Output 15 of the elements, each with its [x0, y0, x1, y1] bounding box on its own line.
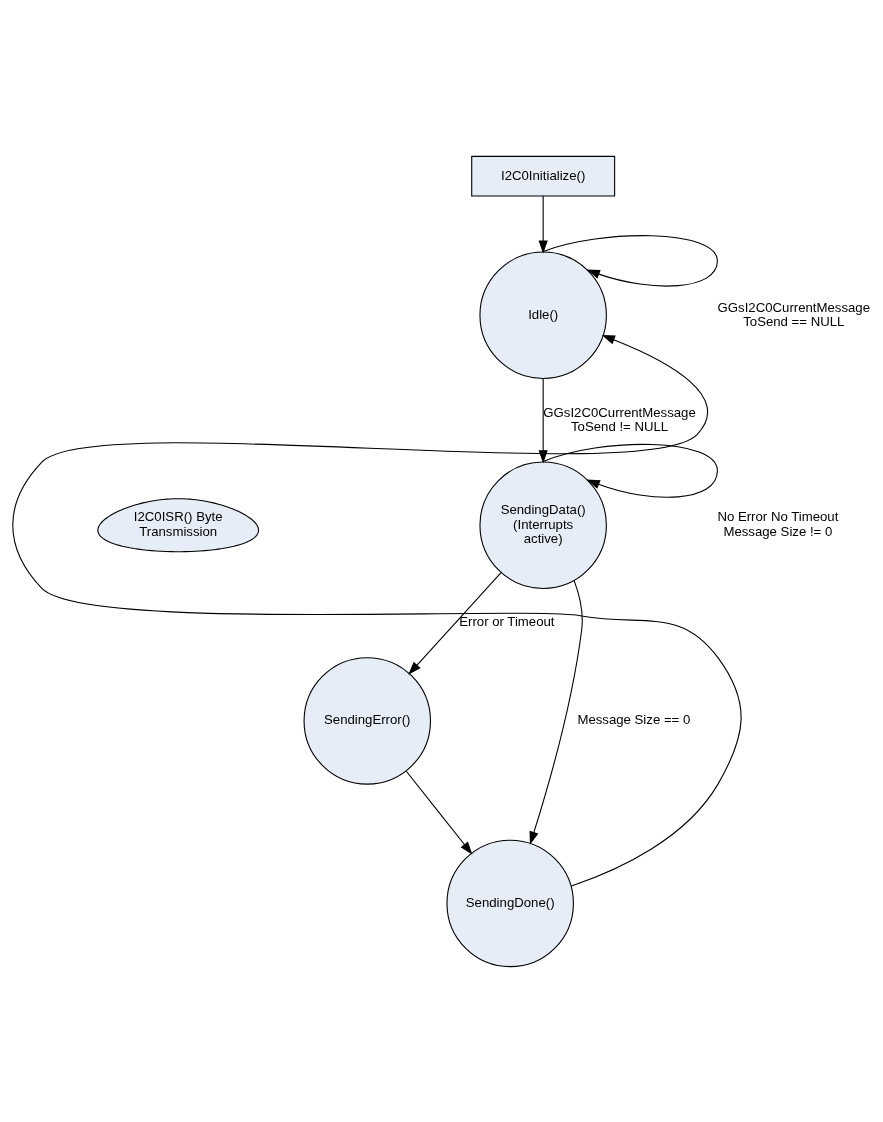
arrow	[538, 195, 548, 254]
arrow	[408, 571, 502, 675]
arrow	[529, 579, 583, 845]
node-circle: SendingError()	[303, 656, 432, 785]
node-circle: Idle()	[479, 251, 607, 379]
node-box: I2C0Initialize()	[471, 155, 616, 196]
edge-label: Message Size == 0	[577, 711, 691, 727]
edge-label: GGsI2C0CurrentMessage ToSend == NULL	[717, 299, 871, 329]
arrow	[538, 377, 548, 463]
edge-label: No Error No Timeout Message Size != 0	[717, 508, 839, 539]
node-circle: SendingData() (Interrupts active)	[479, 460, 607, 589]
arrow	[405, 770, 473, 855]
edge-label: GGsI2C0CurrentMessage ToSend != NULL	[543, 404, 696, 434]
edge-label: Error or Timeout	[459, 613, 555, 629]
arrow	[12, 334, 742, 886]
